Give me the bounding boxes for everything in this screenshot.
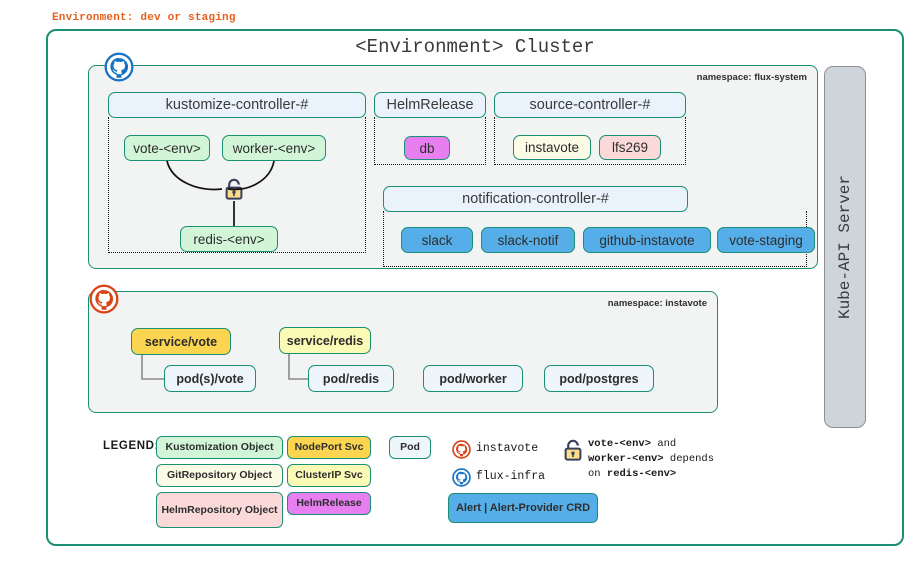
kustomization-vote[interactable]: vote-<env> [124, 135, 210, 161]
controller-group-kustomize: kustomize-controller-# [108, 92, 366, 253]
namespace-tag-flux-system: namespace: flux-system [696, 72, 807, 83]
legend-swatch-alert: Alert | Alert-Provider CRD [448, 493, 598, 523]
kube-api-server-box: Kube-API Server [824, 66, 866, 428]
padlock-icon [564, 439, 582, 461]
dependency-note: vote-<env> and worker-<env> depends on r… [588, 437, 768, 483]
controller-title-notification: notification-controller-# [383, 186, 688, 212]
alert-github-instavote[interactable]: github-instavote [583, 227, 711, 253]
github-octocat-icon [89, 284, 119, 314]
controller-title-helmrelease: HelmRelease [374, 92, 486, 118]
legend-swatch-nodeport: NodePort Svc [287, 436, 371, 459]
padlock-icon [225, 178, 243, 200]
pod-redis[interactable]: pod/redis [308, 365, 394, 392]
legend-repo-flux-infra: flux-infra [476, 470, 546, 483]
kustomization-worker[interactable]: worker-<env> [222, 135, 326, 161]
cluster-title: <Environment> Cluster [355, 36, 595, 58]
legend-swatch-kustomization: Kustomization Object [156, 436, 283, 459]
github-octocat-icon [104, 52, 134, 82]
controller-group-notification: notification-controller-# [383, 186, 807, 267]
pod-vote[interactable]: pod(s)/vote [164, 365, 256, 392]
github-octocat-icon [452, 440, 471, 459]
controller-group-source: source-controller-# [494, 92, 686, 165]
legend-swatch-helmrelease: HelmRelease [287, 492, 371, 515]
kube-api-server-label: Kube-API Server [836, 174, 854, 320]
service-vote[interactable]: service/vote [131, 328, 231, 355]
legend-swatch-clusterip: ClusterIP Svc [287, 464, 371, 487]
legend-swatch-gitrepository: GitRepository Object [156, 464, 283, 487]
legend-swatch-helmrepository: HelmRepository Object [156, 492, 283, 528]
gitrepository-instavote[interactable]: instavote [513, 135, 591, 160]
legend-repo-instavote: instavote [476, 442, 539, 455]
controller-body-kustomize [108, 117, 366, 253]
github-octocat-icon [452, 468, 471, 487]
helmrepository-lfs269[interactable]: lfs269 [599, 135, 661, 160]
controller-group-helmrelease: HelmRelease [374, 92, 486, 165]
pod-worker[interactable]: pod/worker [423, 365, 523, 392]
service-redis[interactable]: service/redis [279, 327, 371, 354]
controller-body-helmrelease [374, 117, 486, 165]
environment-label: Environment: dev or staging [52, 12, 236, 24]
dep-note-vote: vote-<env> [588, 438, 652, 450]
namespace-tag-instavote: namespace: instavote [607, 298, 707, 309]
dep-note-and: and [651, 438, 677, 450]
helmrelease-db[interactable]: db [404, 136, 450, 160]
dep-note-depends: depends [663, 453, 715, 466]
alert-slack[interactable]: slack [401, 227, 473, 253]
legend-swatch-pod: Pod [389, 436, 431, 459]
dep-note-on: on [588, 468, 607, 481]
kustomization-redis[interactable]: redis-<env> [180, 226, 278, 252]
controller-title-kustomize: kustomize-controller-# [108, 92, 366, 118]
alert-slack-notif[interactable]: slack-notif [481, 227, 575, 253]
controller-body-source [494, 117, 686, 165]
controller-title-source: source-controller-# [494, 92, 686, 118]
alert-vote-staging[interactable]: vote-staging [717, 227, 815, 253]
legend-title: LEGEND: [103, 440, 159, 452]
dep-note-redis: redis-<env> [606, 468, 677, 481]
pod-postgres[interactable]: pod/postgres [544, 365, 654, 392]
dep-note-worker: worker-<env> [588, 453, 664, 466]
